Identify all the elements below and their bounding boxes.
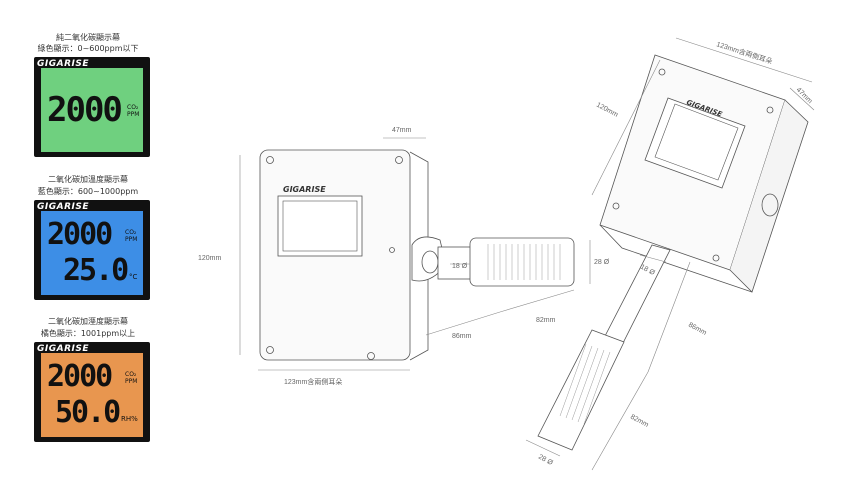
front-height-label: 120mm bbox=[198, 255, 222, 262]
lcd-screen-orange: 2000 CO₂ PPM 50.0 RH% bbox=[41, 353, 143, 437]
brand-logo: GIGARISE bbox=[37, 344, 89, 354]
panel-range: 橘色顯示：1001ppm以上 bbox=[40, 329, 136, 338]
lcd-panel: GIGARISE 2000 CO₂ PPM 25.0 °C bbox=[34, 200, 150, 300]
lcd-panel: GIGARISE 2000 CO₂ PPM bbox=[34, 57, 150, 157]
panel-range: 綠色顯示：0~600ppm以下 bbox=[37, 44, 139, 53]
iso-sleeve-dia-label: 28 Ø bbox=[537, 454, 554, 468]
lcd-panel: GIGARISE 2000 CO₂ PPM 50.0 RH% bbox=[34, 342, 150, 442]
front-width-label: 123mm含兩側耳朵 bbox=[284, 377, 342, 386]
co2-reading: 2000 bbox=[47, 217, 113, 252]
panel-title: 二氧化碳加溫度顯示幕 bbox=[48, 175, 128, 184]
front-probe-dia-label: 18 Ø bbox=[452, 263, 468, 270]
front-view-housing bbox=[259, 149, 447, 361]
iso-view-dimension-lines bbox=[525, 37, 815, 471]
co2-reading: 2000 bbox=[47, 359, 113, 394]
iso-probe-length-label: 86mm bbox=[687, 322, 708, 337]
brand-logo: GIGARISE bbox=[37, 202, 89, 212]
co2-unit: CO₂ PPM bbox=[127, 104, 140, 118]
panel-title: 純二氧化碳顯示幕 bbox=[56, 33, 120, 42]
panel-title: 二氧化碳加溼度顯示幕 bbox=[48, 317, 128, 326]
front-sleeve-dia-label: 28 Ø bbox=[594, 259, 610, 266]
lcd-screen-green: 2000 CO₂ PPM bbox=[41, 68, 143, 152]
co2-unit: CO₂ PPM bbox=[125, 371, 138, 385]
iso-sleeve-length-label: 82mm bbox=[629, 414, 650, 429]
humidity-unit: RH% bbox=[121, 415, 138, 423]
front-depth-label: 47mm bbox=[392, 127, 412, 134]
humidity-reading: 50.0 bbox=[55, 395, 121, 430]
iso-view-housing bbox=[599, 54, 809, 293]
brand-logo: GIGARISE bbox=[37, 59, 89, 69]
front-sleeve-length-label: 82mm bbox=[536, 317, 556, 324]
iso-depth-label: 47mm bbox=[795, 86, 814, 105]
iso-view-probe bbox=[537, 244, 671, 451]
panel-range: 藍色顯示：600~1000ppm bbox=[37, 187, 139, 196]
iso-width-label: 123mm含兩側耳朵 bbox=[715, 39, 773, 66]
co2-reading: 2000 bbox=[47, 90, 123, 130]
front-brand-logo: GIGARISE bbox=[283, 185, 326, 194]
lcd-screen-blue: 2000 CO₂ PPM 25.0 °C bbox=[41, 211, 143, 295]
iso-height-label: 120mm bbox=[595, 102, 619, 119]
front-view-probe bbox=[437, 237, 575, 287]
front-view-dimension-lines bbox=[239, 137, 591, 371]
temp-reading: 25.0 bbox=[63, 253, 129, 288]
co2-unit: CO₂ PPM bbox=[125, 229, 138, 243]
front-probe-length-label: 86mm bbox=[452, 333, 472, 340]
temp-unit: °C bbox=[129, 273, 138, 281]
